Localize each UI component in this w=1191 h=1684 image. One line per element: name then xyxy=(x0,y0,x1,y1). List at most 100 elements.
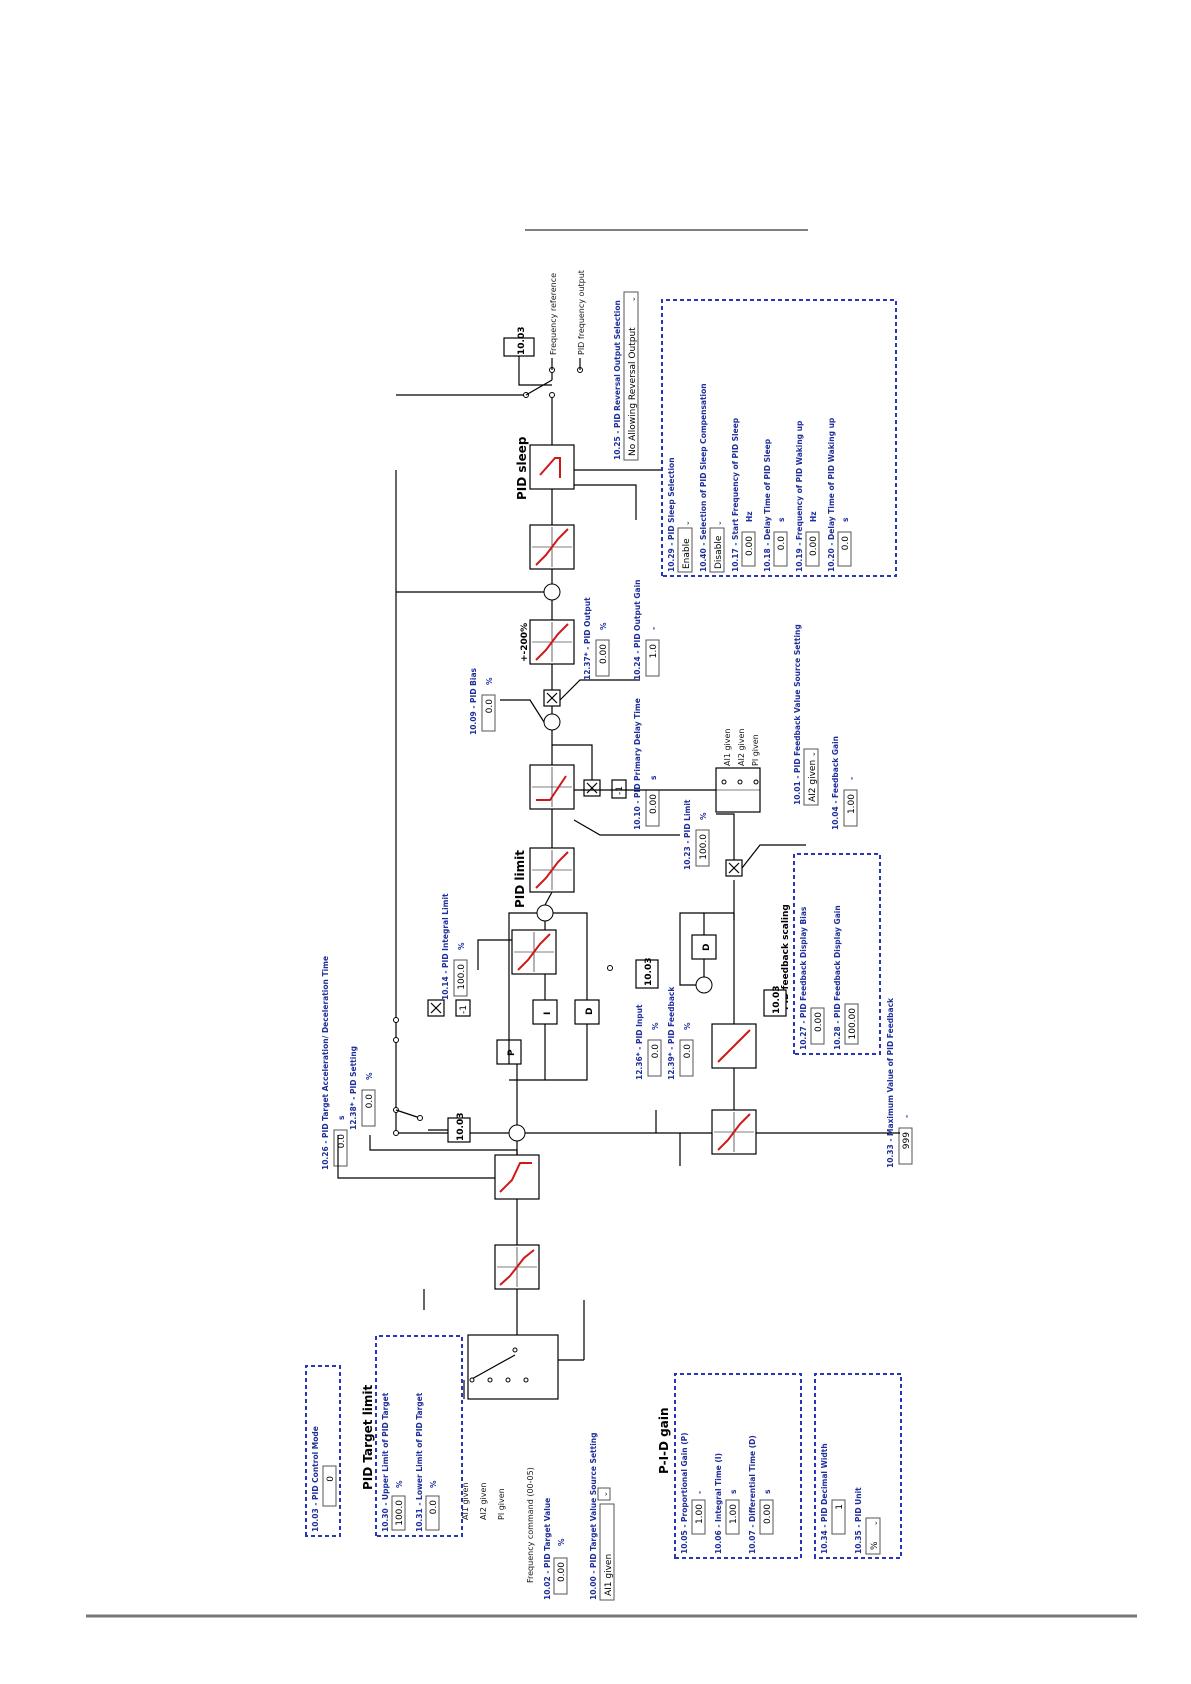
i-gain-field[interactable] xyxy=(725,1499,740,1535)
primary-delay-group: 10.10 - PID Primary Delay Time 0.00 s xyxy=(633,698,660,830)
d-gain-unit: s xyxy=(763,1489,772,1494)
d-gain-value: 0.00 xyxy=(763,1504,773,1524)
start-freq-label: 10.17 - Start Frequency of PID Sleep xyxy=(731,417,740,572)
fb-input-ai2: AI2 given xyxy=(737,729,746,767)
reversal-select[interactable] xyxy=(623,291,639,461)
lower-limit-value: 0.0 xyxy=(429,1500,439,1515)
delay-wake-label: 10.20 - Delay Time of PID Waking up xyxy=(827,417,836,572)
decimal-width-field[interactable] xyxy=(831,1499,846,1535)
pid-limit-label: 10.23 - PID Limit xyxy=(683,799,692,870)
integral-limit-label: 10.14 - PID Integral Limit xyxy=(441,893,450,1000)
svg-text:P: P xyxy=(507,1049,517,1056)
max-fb-field[interactable] xyxy=(898,1127,913,1165)
output-gain-value: 1.0 xyxy=(649,644,659,659)
i-gain-unit: s xyxy=(729,1489,738,1494)
target-value-field[interactable] xyxy=(553,1557,568,1595)
pid-gain-title: P-I-D gain xyxy=(657,1408,671,1475)
pct200-limit-block xyxy=(529,619,575,665)
integral-limit-value: 100.0 xyxy=(457,964,467,990)
sleep-comp-value: Disable xyxy=(714,535,724,569)
fb-gain-field[interactable] xyxy=(844,1003,859,1045)
pid-input-unit: % xyxy=(651,1022,660,1030)
delay-sleep-field[interactable] xyxy=(773,531,788,567)
ref-1003-a xyxy=(447,1117,471,1143)
target-source-dropdown[interactable] xyxy=(597,1487,611,1501)
target-source-select[interactable] xyxy=(599,1503,615,1601)
pid-input-field[interactable] xyxy=(647,1039,662,1077)
accel-decel-field[interactable] xyxy=(333,1129,348,1167)
pid-setting-field[interactable] xyxy=(361,1089,376,1127)
start-freq-field[interactable] xyxy=(741,531,756,567)
fb-source-select[interactable] xyxy=(803,748,819,806)
delay-sleep-value: 0.0 xyxy=(777,536,787,551)
delay-wake-field[interactable] xyxy=(837,531,852,567)
source-selector-block xyxy=(463,1300,585,1400)
fb-source-value: AI2 given xyxy=(808,760,818,802)
pid-limit-param-group: 10.23 - PID Limit 100.0 % xyxy=(683,799,710,870)
d-gain-field[interactable] xyxy=(759,1499,774,1535)
control-mode-group: 10.03 - PID Control Mode 0 xyxy=(305,1365,341,1537)
p-gain-value: 1.00 xyxy=(695,1504,705,1524)
pid-output-unit: % xyxy=(599,622,608,630)
start-freq-unit: Hz xyxy=(745,511,754,522)
pid-limit-value: 100.0 xyxy=(699,834,709,860)
fb-bias-field[interactable] xyxy=(810,1007,825,1045)
control-mode-field[interactable] xyxy=(322,1465,337,1507)
p-gain-unit: - xyxy=(695,1491,704,1494)
svg-text:I: I xyxy=(543,1012,553,1015)
fb-gain-param-field[interactable] xyxy=(843,789,858,827)
p-gain-field[interactable] xyxy=(691,1499,706,1535)
integral-limit-block xyxy=(511,929,557,975)
output-gain-field[interactable] xyxy=(645,639,660,677)
target-value-label: 10.02 - PID Target Value xyxy=(543,1498,552,1600)
sleep-selection-label: 10.29 - PID Sleep Selection xyxy=(667,457,676,572)
pid-unit-select[interactable] xyxy=(865,1517,881,1555)
ref-1003-c-label: 10.03 xyxy=(644,958,654,986)
integral-limit-field[interactable] xyxy=(453,959,468,997)
pid-bias-field[interactable] xyxy=(481,694,496,732)
target-value-unit: % xyxy=(557,1538,566,1546)
primary-delay-label: 10.10 - PID Primary Delay Time xyxy=(633,698,642,830)
max-fb-unit: - xyxy=(902,1115,911,1118)
neg1-a-label: -1 xyxy=(459,1005,469,1014)
pid-sleep-block xyxy=(529,444,575,490)
fb-scaling-group: 10.27 - PID Feedback Display Bias 0.00 1… xyxy=(793,853,881,1055)
pid-output-field[interactable] xyxy=(595,639,610,677)
pid-limit-field[interactable] xyxy=(695,829,710,867)
pid-bias-group: 10.09 - PID Bias 0.0 % xyxy=(469,667,496,735)
delay-wake-unit: s xyxy=(841,517,850,522)
pid-setting-value: 0.0 xyxy=(365,1094,375,1109)
sleep-selection-select[interactable] xyxy=(677,527,693,573)
pid-output-group: 12.37* - PID Output 0.00 % xyxy=(583,597,610,680)
decimal-width-value: 1 xyxy=(835,1504,845,1510)
ref-1003-c xyxy=(635,959,659,989)
primary-delay-value: 0.00 xyxy=(649,794,659,814)
output-gain-label: 10.24 - PID Output Gain xyxy=(633,579,642,680)
sleep-comp-select[interactable] xyxy=(709,527,725,573)
pid-feedback-field[interactable] xyxy=(679,1039,694,1077)
pid-unit-value: % xyxy=(870,1541,880,1550)
fb-linear-block xyxy=(711,1023,757,1069)
upper-limit-field[interactable] xyxy=(391,1495,406,1531)
pid-feedback-group: 12.39* - PID Feedback 0.0 % xyxy=(667,986,694,1080)
reversal-value: No Allowing Reversal Output xyxy=(628,327,638,456)
pid-output-value: 0.00 xyxy=(599,644,609,664)
p-gain-label: 10.05 - Proportional Gain (P) xyxy=(680,1432,689,1554)
pid-limit-block xyxy=(529,847,575,893)
fb-gain-value: 100.00 xyxy=(848,1008,858,1040)
lower-limit-unit: % xyxy=(429,1480,438,1488)
pid-input-value: 0.0 xyxy=(651,1044,661,1059)
sel-input-ai1: AI1 given xyxy=(461,1483,470,1521)
lower-limit-field[interactable] xyxy=(425,1495,440,1531)
sum-junction-bias xyxy=(543,713,561,731)
sum-junction-pid xyxy=(536,904,554,922)
fb-input-pi: PI given xyxy=(751,734,760,766)
pid-gain-group: 10.05 - Proportional Gain (P) 1.00 - 10.… xyxy=(674,1373,802,1559)
accel-decel-value: 0.0 xyxy=(337,1134,347,1149)
sel-input-ai2: AI2 given xyxy=(479,1483,488,1521)
start-freq-value: 0.00 xyxy=(745,536,755,556)
max-fb-label: 10.33 - Maximum Value of PID Feedback xyxy=(886,997,895,1168)
pid-unit-label: 10.35 - PID Unit xyxy=(854,1487,863,1554)
wake-freq-field[interactable] xyxy=(805,531,820,567)
